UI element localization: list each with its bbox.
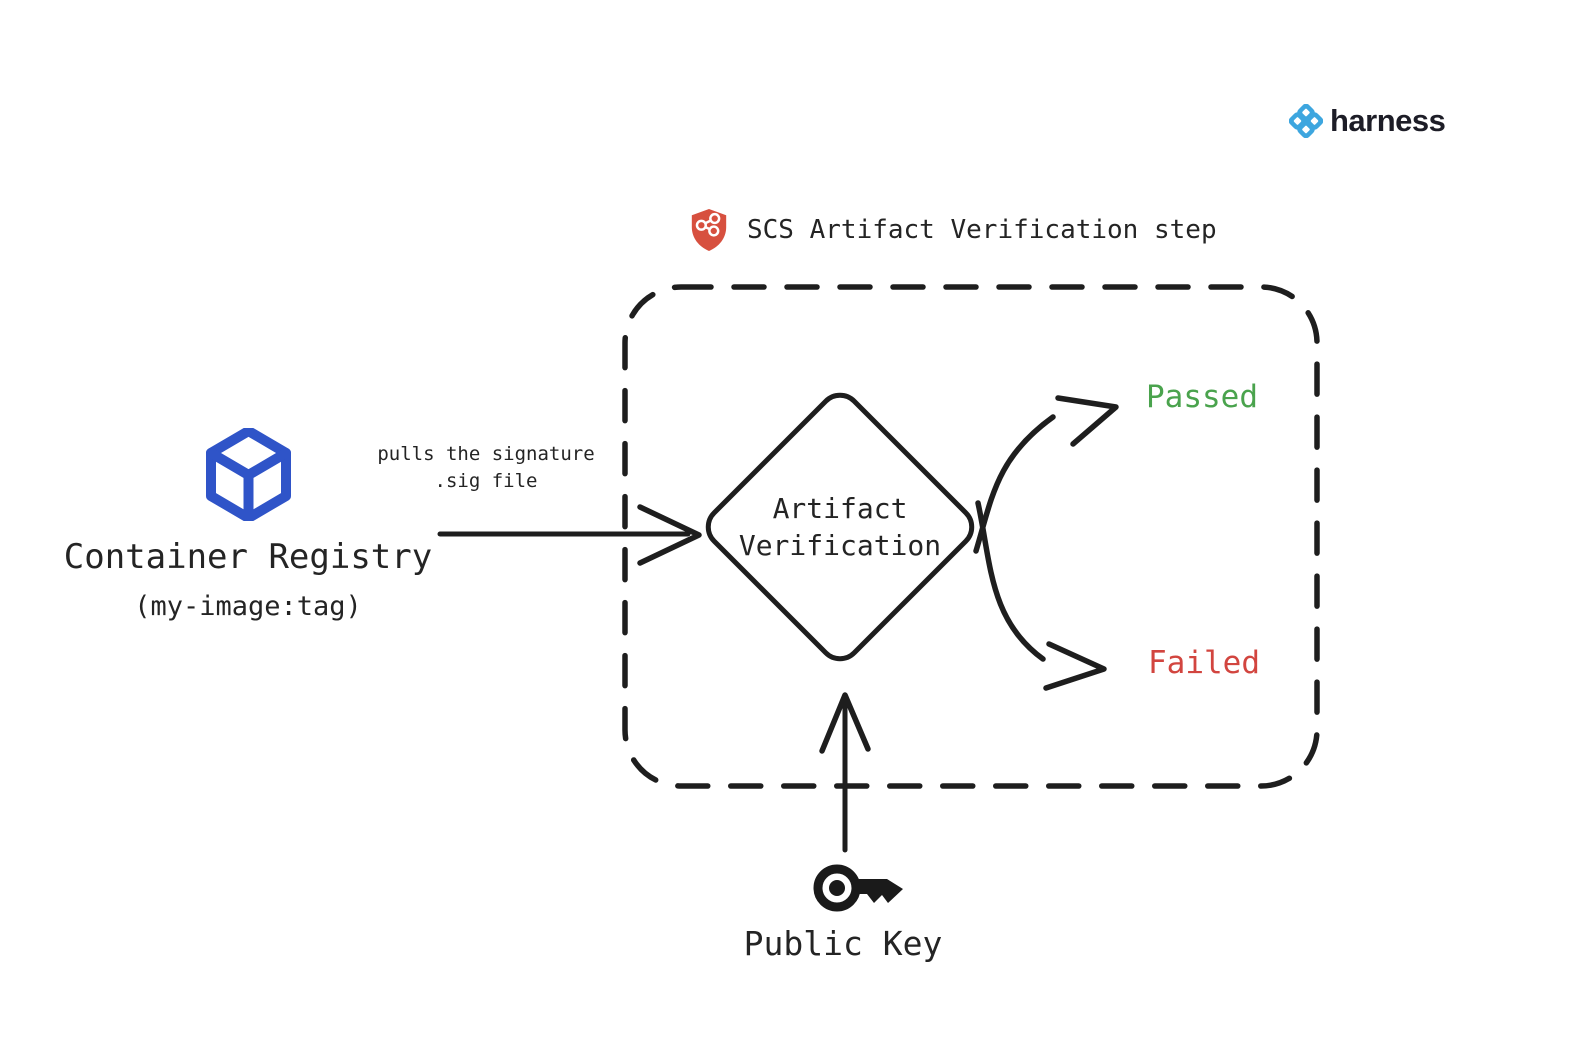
brand-logo: harness — [1289, 103, 1446, 139]
step-boundary-dashed-box — [622, 284, 1320, 789]
artifact-verification-diamond — [705, 392, 975, 662]
branch-passed-arrow — [973, 395, 1119, 554]
cube-icon — [205, 428, 291, 521]
connector-registry-to-verification — [437, 504, 702, 566]
step-header: SCS Artifact Verification step — [688, 207, 1217, 253]
registry-title: Container Registry — [63, 537, 433, 577]
step-title: SCS Artifact Verification step — [747, 215, 1217, 245]
registry-subtitle: (my-image:tag) — [134, 591, 362, 622]
artifact-verification-label: Artifact Verification — [738, 492, 942, 562]
public-key-label: Public Key — [743, 924, 943, 963]
outcome-failed-label: Failed — [1148, 645, 1260, 681]
brand-name: harness — [1330, 103, 1446, 138]
harness-clover-icon — [1289, 104, 1323, 138]
node-public-key: Public Key — [718, 858, 968, 963]
key-icon — [813, 864, 903, 912]
node-container-registry: Container Registry (my-image:tag) — [62, 428, 434, 622]
outcome-passed-label: Passed — [1146, 379, 1258, 415]
edge-label-pull-signature: pulls the signature .sig file — [377, 443, 595, 492]
branch-failed-arrow — [975, 500, 1107, 691]
connector-public-key-to-verification — [819, 692, 871, 853]
shield-pipeline-icon — [691, 209, 727, 251]
